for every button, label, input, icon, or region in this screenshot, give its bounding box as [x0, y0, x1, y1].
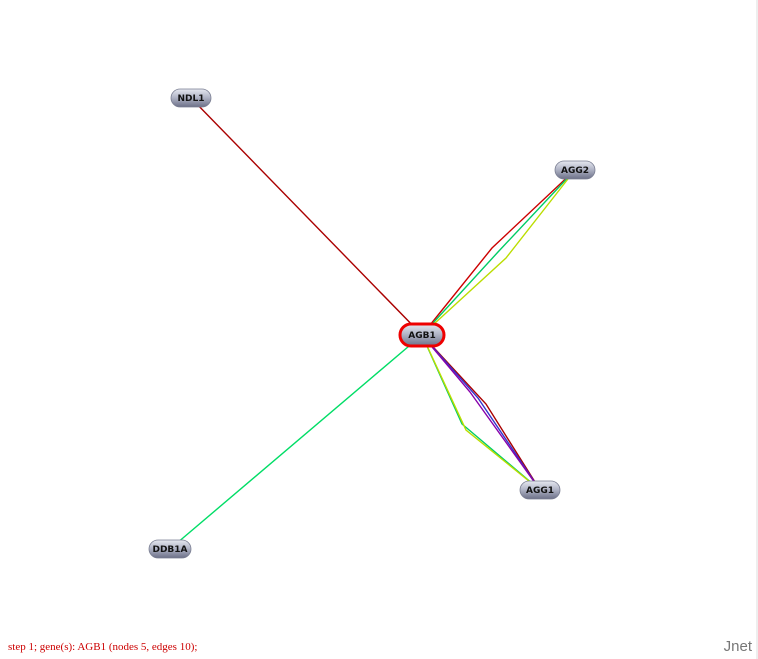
- node-label: AGG1: [526, 486, 554, 496]
- node-label: NDL1: [178, 94, 205, 104]
- edge-agb1-agg1-6: [421, 334, 541, 491]
- node-label: AGG2: [561, 166, 589, 176]
- node-agg2[interactable]: AGG2: [554, 160, 596, 180]
- edge-agb1-agg1-7: [421, 334, 541, 491]
- edge-agb1-ndl1-0: [190, 97, 423, 336]
- node-ddb1a[interactable]: DDB1A: [148, 539, 192, 559]
- brand-logo: Jnet: [723, 638, 752, 655]
- node-label: AGB1: [408, 331, 435, 341]
- edge-agb1-agg1-4: [421, 334, 541, 491]
- edge-agb1-agg2-1: [421, 169, 576, 336]
- node-agg1[interactable]: AGG1: [519, 480, 561, 500]
- panel-border: [756, 0, 758, 659]
- edge-agb1-ddb1a-9: [169, 334, 423, 550]
- edges-layer: [169, 97, 576, 550]
- status-line: step 1; gene(s): AGB1 (nodes 5, edges 10…: [8, 641, 198, 653]
- node-shape: [554, 160, 596, 180]
- edge-agb1-agg1-5: [421, 334, 541, 491]
- edge-agb1-agg1-8: [421, 334, 541, 491]
- node-shape: [170, 88, 212, 108]
- node-shape: [148, 539, 192, 559]
- node-label: DDB1A: [152, 545, 187, 555]
- node-shape: [398, 322, 446, 348]
- node-agb1[interactable]: AGB1: [398, 322, 446, 348]
- edge-agb1-agg2-2: [421, 169, 576, 336]
- edge-agb1-agg2-3: [421, 169, 576, 336]
- node-shape: [519, 480, 561, 500]
- node-ndl1[interactable]: NDL1: [170, 88, 212, 108]
